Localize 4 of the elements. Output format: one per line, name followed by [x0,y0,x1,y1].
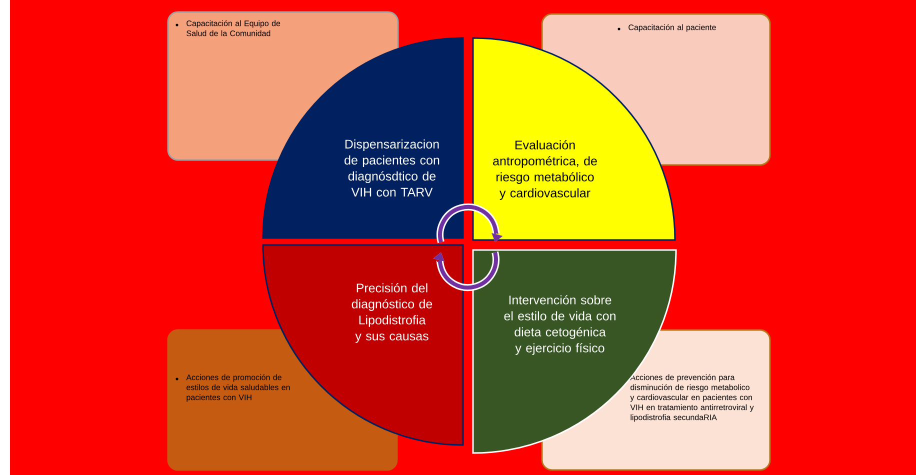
cycle-arrow [436,204,503,243]
quadrant: Evaluación antropométrica, de riesgo metabólico y cardiovascular [472,37,676,241]
quadrant: Dispensarizacion de pacientes con diagnósdtico de VIH con TARV [262,37,464,239]
cycle-arrow [433,252,500,291]
